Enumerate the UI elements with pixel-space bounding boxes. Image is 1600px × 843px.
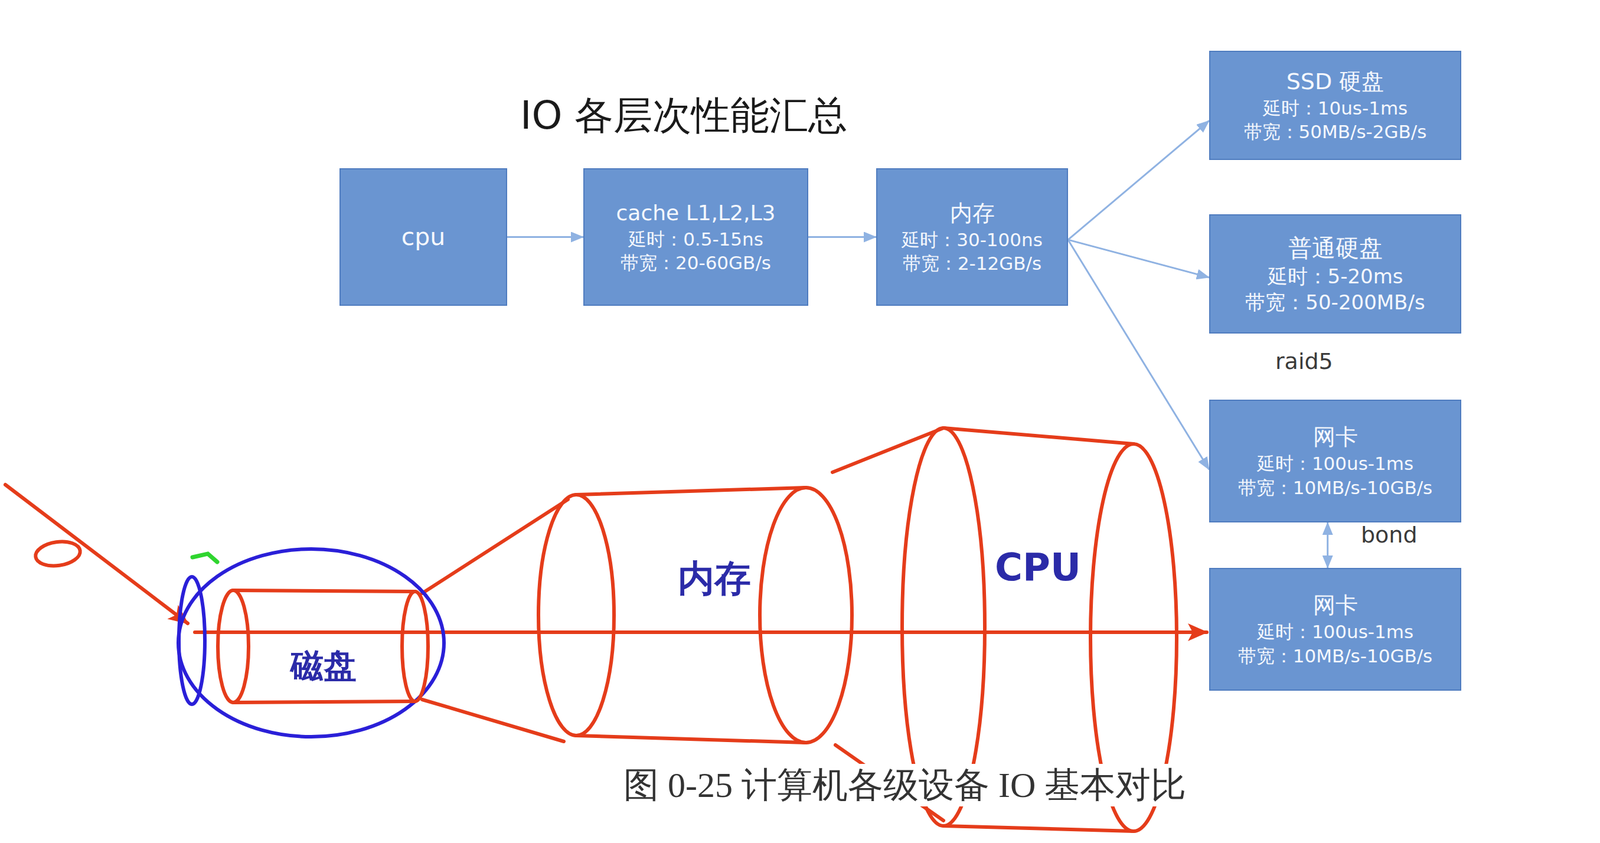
metric-text: 带宽：10MB/s-10GB/s [1238, 644, 1433, 668]
metric-text: 带宽：50MB/s-2GB/s [1243, 119, 1428, 144]
diagram-title: IO 各层次性能汇总 [520, 92, 848, 139]
node-heading: 网卡 [1313, 422, 1358, 452]
memory-box: 内存延时：30-100ns带宽：2-12GB/s [876, 168, 1069, 306]
metric-text: 延时：10us-1ms [1262, 96, 1409, 120]
cylinder-label: 内存 [677, 557, 751, 600]
node-heading: cache L1,L2,L3 [616, 199, 776, 228]
hdd-box: 普通硬盘延时：5-20ms带宽：50-200MB/s [1209, 214, 1462, 334]
connector-arrow [1068, 239, 1210, 470]
disk-cylinder: 磁盘 [212, 587, 434, 706]
figure-caption: 图 0-25 计算机各级设备 IO 基本对比 [619, 763, 1190, 807]
ssd-box: SSD 硬盘延时：10us-1ms带宽：50MB/s-2GB/s [1209, 50, 1462, 160]
scribble-circle [34, 539, 83, 569]
cylinder-side [233, 590, 416, 592]
metric-text: 延时：0.5-15ns [628, 227, 764, 251]
metric-text: 延时：5-20ms [1267, 263, 1404, 290]
bond-note: bond [1360, 521, 1418, 550]
node-heading: cpu [401, 221, 446, 253]
cylinder-side [943, 428, 1134, 444]
cpu-box: cpu [339, 168, 508, 306]
funnel-line [422, 699, 564, 742]
node-heading: 网卡 [1313, 590, 1358, 620]
cylinder-end [217, 590, 249, 703]
cylinder-end [538, 494, 615, 736]
metric-text: 带宽：50-200MB/s [1245, 289, 1425, 316]
green-mark [192, 553, 218, 563]
memory-cylinder: 内存 [534, 484, 857, 747]
data-flow-arrow [5, 484, 188, 624]
node-heading: 普通硬盘 [1288, 232, 1383, 264]
node-heading: SSD 硬盘 [1286, 67, 1385, 97]
cylinder-side [576, 735, 806, 743]
metric-text: 带宽：20-60GB/s [620, 250, 772, 275]
metric-text: 延时：100us-1ms [1256, 619, 1414, 644]
metric-text: 延时：100us-1ms [1256, 451, 1414, 476]
cache-box: cache L1,L2,L3延时：0.5-15ns带宽：20-60GB/s [583, 168, 809, 306]
nic-box: 网卡延时：100us-1ms带宽：10MB/s-10GB/s [1209, 399, 1462, 523]
highlight-ellipse [178, 549, 444, 737]
metric-text: 延时：30-100ns [901, 227, 1043, 252]
cylinder-label: CPU [994, 546, 1082, 590]
connector-arrow [808, 236, 877, 238]
connector-arrow [1326, 522, 1329, 568]
highlight-ellipse [178, 576, 205, 705]
funnel-line [832, 428, 944, 473]
connector-arrow [1068, 120, 1210, 240]
cylinder-side [576, 487, 806, 495]
cylinder-outline [534, 484, 857, 747]
raid-note: raid5 [1275, 348, 1334, 376]
cylinder-label: 磁盘 [290, 647, 357, 685]
metric-text: 带宽：2-12GB/s [902, 251, 1042, 276]
node-heading: 内存 [949, 198, 995, 228]
cylinder-side [943, 825, 1134, 832]
data-flow-arrow [194, 630, 1207, 635]
cylinder-end [402, 591, 429, 702]
nic-box: 网卡延时：100us-1ms带宽：10MB/s-10GB/s [1209, 567, 1462, 691]
connector-arrow [507, 236, 584, 238]
metric-text: 带宽：10MB/s-10GB/s [1238, 475, 1433, 500]
connector-arrow [1068, 239, 1210, 278]
cylinder-side [233, 701, 416, 703]
cylinder-end [759, 487, 852, 743]
